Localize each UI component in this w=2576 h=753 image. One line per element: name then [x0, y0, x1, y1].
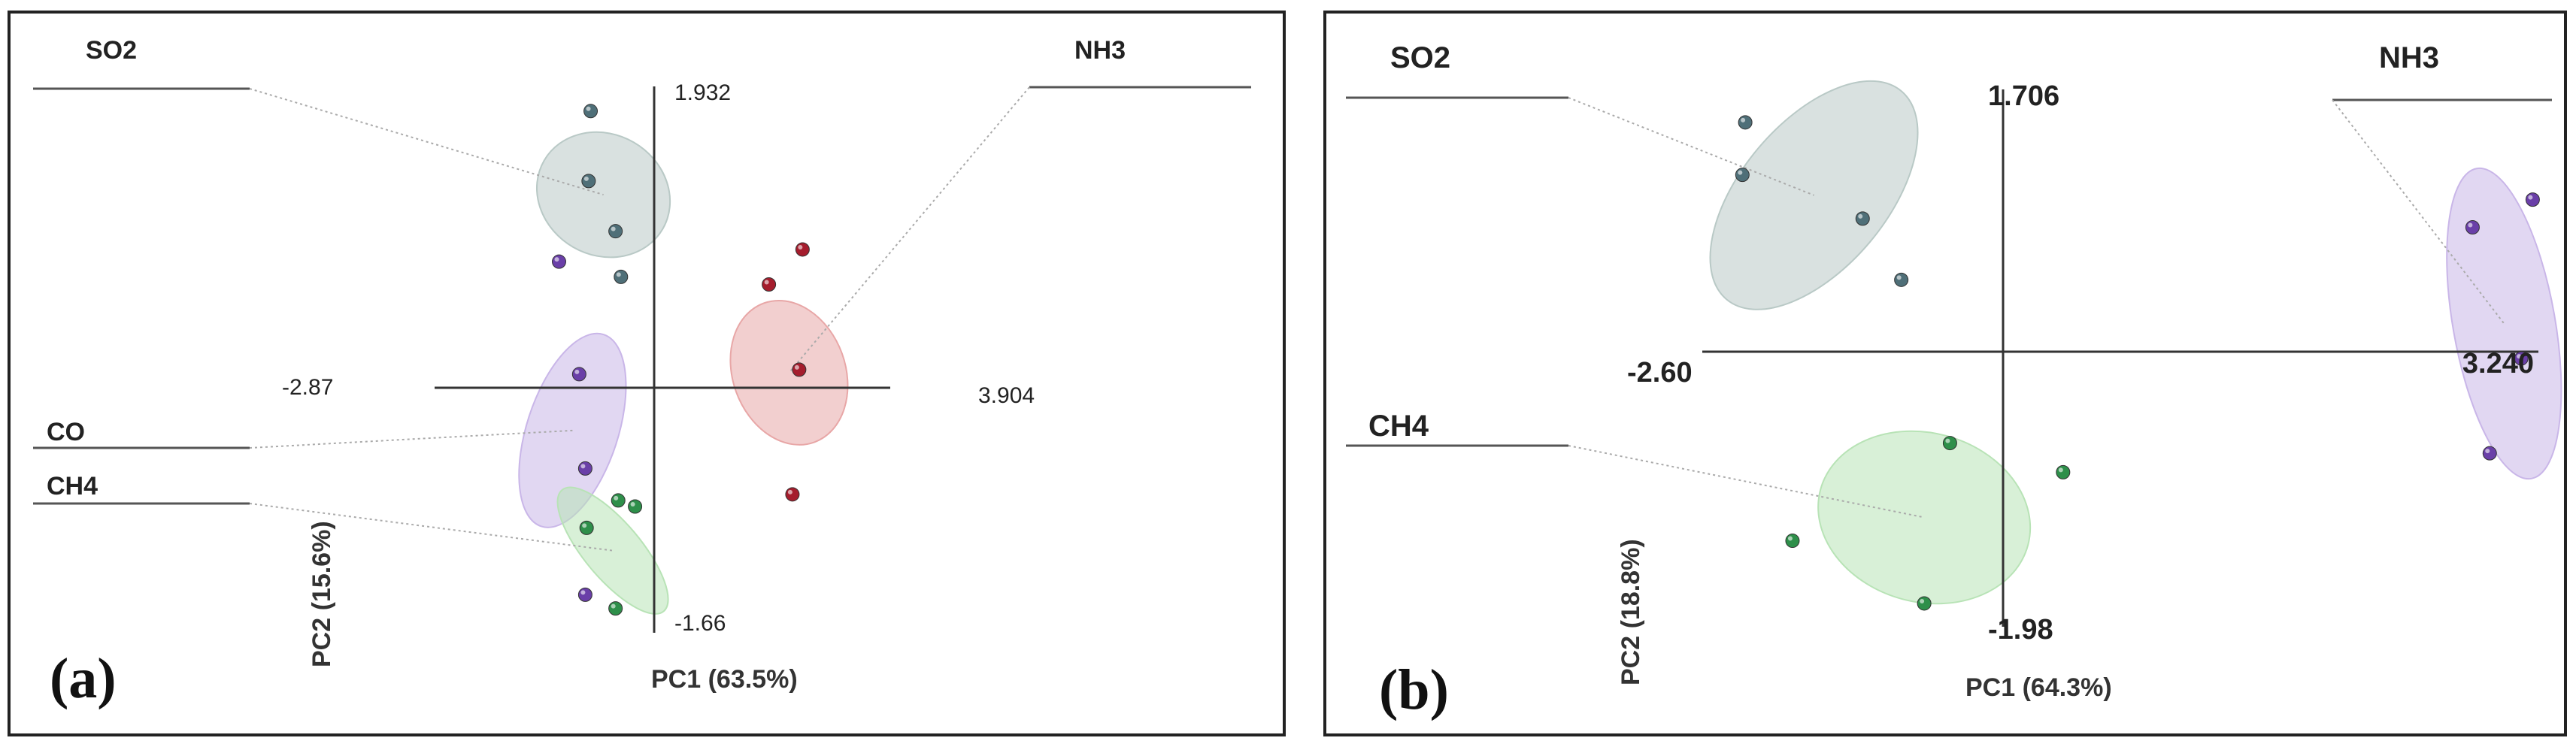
point-highlight-nh3-4-b [2485, 449, 2490, 454]
point-nh3-2-b [2465, 220, 2480, 235]
point-highlight-nh3-2-b [2468, 222, 2473, 228]
ellipse-ch4-a [556, 486, 669, 615]
point-nh3-2-a [762, 277, 777, 292]
label-ch4-b: CH4 [1368, 410, 1429, 443]
panel-label-a: (a) [50, 647, 117, 710]
tick-ymin-a: -1.66 [674, 611, 726, 636]
point-highlight-so2-2-a [583, 176, 589, 181]
point-so2-2-b [1735, 168, 1750, 183]
point-highlight-nh3-4-a [787, 489, 792, 494]
ellipse-nh3-b [2446, 167, 2562, 480]
point-highlight-ch4-3-b [1787, 536, 1793, 541]
label-nh3-a: NH3 [1074, 36, 1126, 65]
ellipse-co-a [518, 332, 627, 528]
point-highlight-nh3-1-a [798, 244, 803, 249]
point-highlight-so2-1-a [586, 106, 591, 111]
point-highlight-so2-4-b [1896, 275, 1902, 280]
point-highlight-ch4-1-a [582, 523, 587, 528]
label-co-a: CO [47, 418, 85, 446]
point-highlight-nh3-1-b [2528, 195, 2533, 200]
panel-a: 1.932 -2.87 3.904 -1.66 PC1 (63.5%) PC2 … [8, 11, 1286, 736]
panel-label-b: (b) [1379, 658, 1449, 721]
point-highlight-co-2-a [574, 369, 580, 374]
point-highlight-ch4-2-b [2058, 467, 2063, 473]
label-so2-a: SO2 [86, 36, 137, 65]
point-so2-3-b [1855, 211, 1870, 226]
point-co-4-a [577, 587, 592, 602]
point-nh3-3-a [792, 362, 807, 377]
point-co-3-a [577, 461, 592, 476]
point-co-1-a [552, 254, 567, 269]
callout-leader-co-a [249, 429, 573, 449]
point-ch4-2-b [2056, 464, 2071, 479]
point-so2-1-a [583, 104, 599, 119]
point-so2-4-b [1894, 272, 1909, 287]
point-ch4-1-b [1942, 436, 1957, 451]
point-highlight-so2-4-a [616, 272, 621, 277]
tick-ymin-b: -1.98 [1988, 614, 2053, 646]
point-highlight-co-3-a [580, 464, 586, 469]
ellipse-nh3-a [729, 299, 849, 446]
ylabel-b: PC2 (18.8%) [1617, 539, 1645, 685]
tick-xmax-b: 3.240 [2462, 348, 2534, 380]
point-nh3-4-b [2482, 446, 2497, 461]
panel-b: 1.706 -2.60 3.240 -1.98 PC1 (64.3%) PC2 … [1323, 11, 2567, 736]
point-highlight-ch4-3-a [630, 502, 635, 507]
tick-ymax-a: 1.932 [674, 80, 731, 105]
point-highlight-nh3-3-b [2517, 354, 2522, 359]
point-highlight-nh3-2-a [764, 280, 769, 285]
label-ch4-a: CH4 [47, 472, 98, 500]
point-ch4-3-a [628, 499, 643, 514]
point-co-2-a [571, 367, 586, 382]
point-ch4-2-a [611, 493, 626, 508]
callout-leader-so2-a [249, 88, 604, 196]
point-so2-1-b [1738, 115, 1753, 130]
callout-leader-nh3-a [788, 86, 1030, 373]
point-ch4-4-a [608, 601, 623, 616]
point-so2-2-a [581, 174, 596, 189]
point-highlight-ch4-4-a [611, 603, 616, 609]
point-ch4-4-b [1917, 596, 1932, 611]
point-highlight-ch4-2-a [614, 495, 619, 500]
point-highlight-so2-2-b [1738, 170, 1743, 175]
ellipse-ch4-b [1817, 430, 2032, 605]
label-so2-b: SO2 [1390, 41, 1450, 74]
xlabel-b: PC1 (64.3%) [1965, 673, 2112, 702]
tick-xmax-a: 3.904 [978, 383, 1035, 408]
point-nh3-1-b [2525, 192, 2540, 207]
point-so2-3-a [608, 224, 623, 239]
point-highlight-co-4-a [580, 590, 586, 595]
point-highlight-co-1-a [554, 257, 559, 262]
xlabel-a: PC1 (63.5%) [651, 665, 798, 694]
ylabel-a: PC2 (15.6%) [308, 521, 336, 667]
point-highlight-so2-1-b [1741, 117, 1746, 122]
pca-plot-a: 1.932 -2.87 3.904 -1.66 PC1 (63.5%) PC2 … [33, 36, 1251, 710]
point-ch4-3-b [1785, 534, 1800, 549]
point-nh3-4-a [785, 487, 800, 502]
point-highlight-nh3-3-a [794, 364, 799, 370]
point-so2-4-a [614, 269, 629, 284]
callout-leader-so2-b [1568, 97, 1814, 196]
tick-ymax-b: 1.706 [1988, 80, 2059, 112]
tick-xmin-b: -2.60 [1627, 357, 1693, 389]
point-highlight-ch4-4-b [1920, 598, 1925, 603]
point-highlight-ch4-1-b [1945, 438, 1950, 443]
ellipse-so2-b [1709, 80, 1919, 310]
point-nh3-1-a [795, 242, 810, 257]
tick-xmin-a: -2.87 [282, 375, 333, 400]
pca-plot-b: 1.706 -2.60 3.240 -1.98 PC1 (64.3%) PC2 … [1346, 41, 2562, 721]
point-highlight-so2-3-a [611, 226, 616, 231]
label-nh3-b: NH3 [2379, 41, 2439, 74]
point-highlight-so2-3-b [1858, 213, 1863, 219]
point-ch4-1-a [579, 520, 594, 535]
